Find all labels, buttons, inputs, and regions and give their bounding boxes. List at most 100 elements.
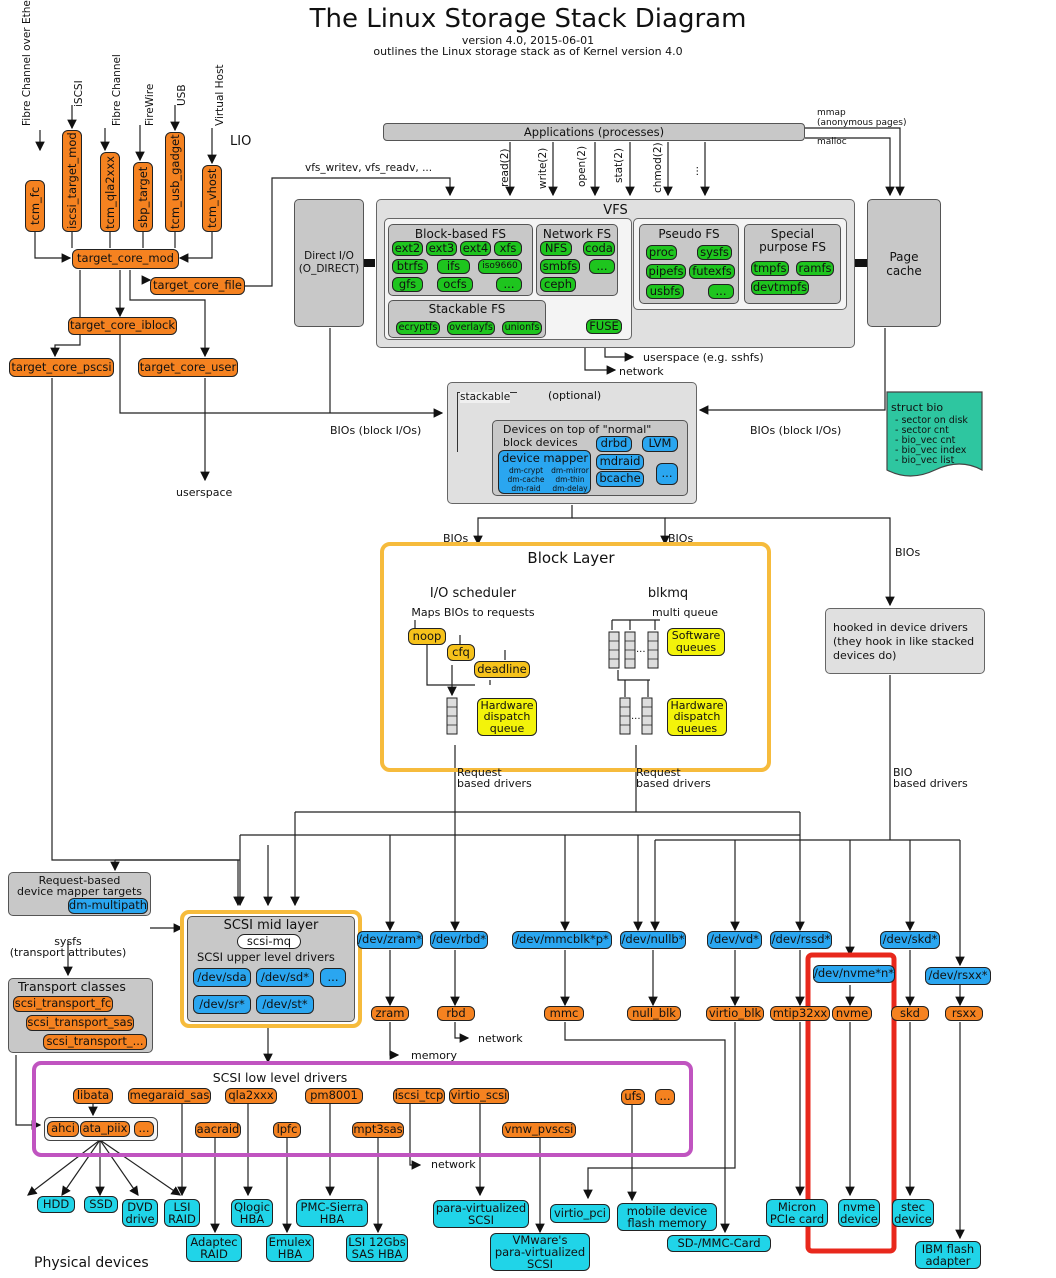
drv-null-blk: null_blk [627, 1006, 681, 1021]
fs-ceph: ceph [540, 277, 576, 292]
fs-usbfs: usbfs [646, 284, 684, 299]
dev-sr: /dev/sr* [193, 995, 251, 1014]
syscall-chmod: chmod(2) [652, 142, 664, 193]
request-dm-line1: Request-based [38, 874, 121, 887]
fs-ifs: ifs [437, 259, 470, 274]
phys-qlogic-line2: HBA [239, 1212, 265, 1226]
fs-ext4: ext4 [460, 241, 491, 256]
target-core-pscsi: target_core_pscsi [9, 358, 114, 377]
scsi-transport-fc: scsi_transport_fc [13, 996, 113, 1012]
target-core-file: target_core_file [150, 277, 245, 295]
software-queues: Software queues [667, 628, 725, 656]
fs-ecryptfs: ecryptfs [396, 321, 440, 335]
phys-mobile-flash: mobile device flash memory [617, 1203, 717, 1231]
input-iscsi-label: iSCSI [73, 80, 85, 107]
drv-skd: skd [891, 1006, 929, 1021]
applications-bar: Applications (processes) [383, 123, 805, 141]
lld-ata-more: ... [134, 1121, 154, 1137]
fs-nfs: NFS [540, 241, 572, 256]
direct-io-box [294, 199, 364, 327]
phys-qlogic-line1: Qlogic [233, 1199, 271, 1214]
lvm: LVM [642, 436, 678, 452]
block-fs-title: Block-based FS [414, 227, 507, 241]
sw-queues-line1: Software [671, 629, 721, 643]
fs-block-more: ... [496, 277, 522, 292]
req-based-2a: Request [636, 766, 681, 779]
blkmq-dots-1: ... [636, 644, 646, 655]
fs-devtmpfs: devtmpfs [751, 279, 809, 295]
lld-megaraid-sas: megaraid_sas [128, 1088, 211, 1104]
diagram-subtitle: outlines the Linux storage stack as of K… [373, 45, 683, 58]
struct-bio-title: struct bio [891, 401, 944, 414]
block-layer-title: Block Layer [527, 549, 615, 567]
dev-mmcblk: /dev/mmcblk*p* [512, 931, 612, 949]
syscall-open: open(2) [576, 145, 588, 187]
phys-micron-line1: Micron [777, 1199, 817, 1214]
fs-btrfs: btrfs [392, 259, 428, 274]
dev-scsi-more: ... [320, 968, 346, 987]
input-vhost-label: Virtual Host [214, 64, 226, 126]
lld-libata: libata [73, 1088, 113, 1104]
lld-pm8001: pm8001 [305, 1088, 363, 1104]
vfs-network-label: network [619, 365, 664, 378]
dev-rsxx: /dev/rsxx* [925, 967, 991, 985]
phys-lsi-line2: RAID [168, 1212, 196, 1226]
fs-ramfs: ramfs [796, 261, 834, 276]
devices-on-top-title1: Devices on top of "normal" [503, 423, 652, 436]
blkmq-title: blkmq [647, 586, 689, 601]
scsi-mq: scsi-mq [237, 934, 301, 949]
dm-thin: dm-thin [555, 474, 585, 484]
phys-mobile-line1: mobile device [626, 1203, 708, 1218]
tcm-vhost: tcm_vhost [202, 165, 222, 232]
fs-proc: proc [646, 245, 677, 260]
dev-zram: /dev/zram* [357, 931, 423, 949]
req-based-2b: based drivers [636, 777, 711, 790]
dm-cache: dm-cache [507, 474, 545, 484]
phys-vmware-line1: VMware's [512, 1232, 568, 1247]
phys-nvme-line1: nvme [842, 1199, 876, 1214]
dm-multipath: dm-multipath [68, 898, 148, 914]
rbd-network-label: network [478, 1032, 523, 1045]
phys-stec: stec device [892, 1199, 934, 1227]
hw-dispatch-line3: queue [489, 721, 525, 735]
drv-rsxx: rsxx [945, 1006, 983, 1021]
bio-based-a: BIO [893, 766, 913, 779]
hw-queues-line2: dispatch [673, 710, 721, 724]
fs-smbfs: smbfs [540, 259, 580, 274]
bcache: bcache [596, 471, 644, 487]
phys-lsi12-line2: SAS HBA [351, 1247, 403, 1261]
fs-ext3: ext3 [426, 241, 457, 256]
phys-nvme-line2: device [840, 1212, 878, 1226]
stackable-fs-title: Stackable FS [428, 302, 506, 316]
phys-stec-line2: device [894, 1212, 932, 1226]
multi-queue-label: multi queue [651, 606, 719, 619]
sw-queues-line2: queues [675, 641, 717, 654]
userspace-sshfs-label: userspace (e.g. sshfs) [643, 351, 764, 364]
iscsi-target-mod: iscsi_target_mod [62, 130, 82, 232]
fs-pipefs: pipefs [646, 264, 686, 279]
phys-adaptec: Adaptec RAID [186, 1234, 242, 1262]
network-fs-title: Network FS [542, 227, 612, 241]
fs-network-more: ... [589, 259, 615, 274]
bios-block-io-right: BIOs (block I/Os) [750, 424, 842, 437]
nvme-highlight [805, 952, 897, 1254]
input-fc-label: Fibre Channel [111, 54, 123, 126]
dev-vd: /dev/vd* [707, 931, 762, 949]
drv-nvme: nvme [832, 1006, 872, 1021]
optional-label: (optional) [548, 389, 602, 402]
diagram-title: The Linux Storage Stack Diagram [309, 4, 747, 34]
lld-virtio-scsi: virtio_scsi [449, 1088, 509, 1104]
stackable-label: stackable [460, 391, 511, 403]
drv-rbd: rbd [437, 1006, 475, 1021]
dm-crypt: dm-crypt [508, 465, 544, 475]
mmap-sub-label: (anonymous pages) [817, 118, 907, 128]
phys-emulex: Emulex HBA [266, 1234, 314, 1262]
transport-title: Transport classes [18, 979, 126, 994]
target-core-mod: target_core_mod [72, 249, 179, 269]
lld-mpt3sas: mpt3sas [352, 1122, 404, 1138]
input-fcoe-label: Fibre Channel over Ethernet [21, 0, 33, 126]
page-cache-line1: Page [889, 250, 919, 264]
fs-xfs: xfs [494, 241, 522, 256]
dm-raid: dm-raid [511, 483, 541, 493]
phys-micron-line2: PCIe card [769, 1212, 825, 1226]
